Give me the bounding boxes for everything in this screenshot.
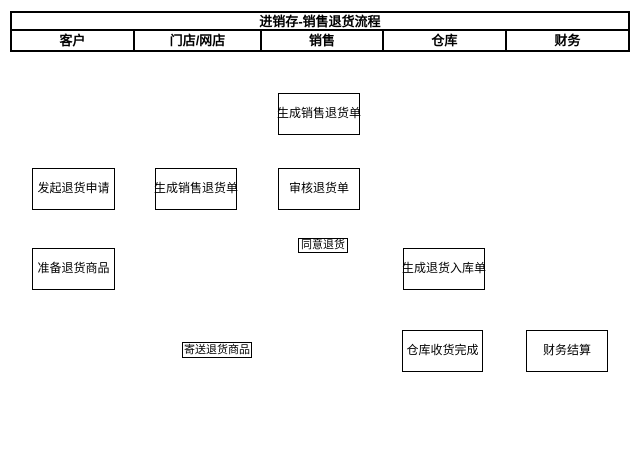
node-ship-return-goods-label: 寄送退货商品 — [182, 342, 252, 358]
swimlane-header-table: 进销存-销售退货流程 客户 门店/网店 销售 仓库 财务 — [10, 11, 630, 52]
node-financial-settlement: 财务结算 — [526, 330, 608, 372]
node-generate-sales-return-order-store: 生成销售退货单 — [154, 168, 238, 210]
lane-header-row: 客户 门店/网店 销售 仓库 财务 — [12, 31, 628, 50]
node-generate-return-inbound-order: 生成退货入库单 — [402, 248, 486, 290]
node-initiate-return-request: 发起退货申请 — [32, 168, 115, 210]
lane-header-customer: 客户 — [59, 33, 86, 48]
node-generate-sales-return-order-sales: 生成销售退货单 — [277, 93, 361, 135]
lane-header-finance: 财务 — [505, 31, 628, 50]
node-agree-return-label: 同意退货 — [298, 238, 348, 253]
node-warehouse-receiving-complete: 仓库收货完成 — [402, 330, 483, 372]
lane-header-sales: 销售 — [260, 31, 382, 50]
lane-header-store: 门店/网店 — [133, 31, 260, 50]
node-prepare-return-goods: 准备退货商品 — [32, 248, 115, 290]
lane-header-warehouse: 仓库 — [382, 31, 505, 50]
node-review-return-order: 审核退货单 — [278, 168, 360, 210]
diagram-title: 进销存-销售退货流程 — [12, 13, 628, 31]
